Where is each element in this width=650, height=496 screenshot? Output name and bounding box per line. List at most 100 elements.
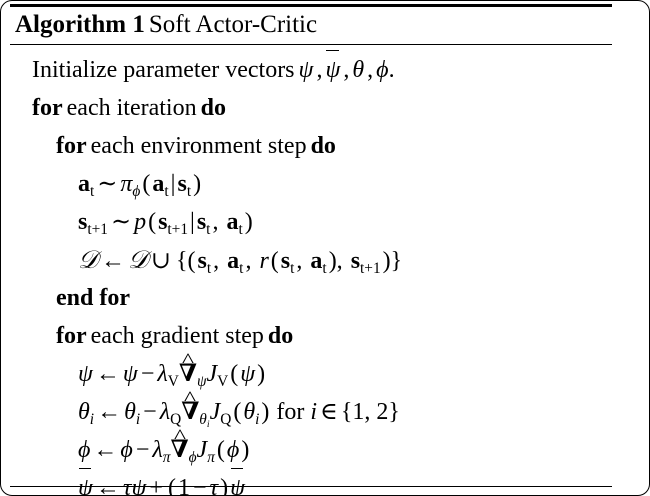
subscript-phi: ϕ <box>132 182 141 200</box>
condition-index-i: i <box>310 399 318 425</box>
algorithm-name-label: Soft Actor-Critic <box>148 11 318 38</box>
vector-s: s <box>196 209 207 235</box>
param-phi: ϕ <box>120 437 133 463</box>
subscript-t: t <box>290 259 295 277</box>
symbol-psi: ψ <box>298 57 314 83</box>
coefficient-tau: τ <box>122 475 132 496</box>
param-phi: ϕ <box>78 437 91 463</box>
condition-set: {1, 2} <box>340 399 400 425</box>
replay-buffer-D: 𝒟 <box>127 245 148 274</box>
for-gradient-step-text: each gradient step <box>90 323 264 349</box>
param-phi: ϕ <box>226 437 240 463</box>
for-env-step-text: each environment step <box>90 133 307 159</box>
param-theta: θ <box>78 399 90 425</box>
param-psi: ψ <box>122 361 138 387</box>
target-param-psi-bar: ψ <box>78 467 93 496</box>
policy-pi: π <box>120 171 133 197</box>
dynamics-p: p <box>134 209 147 235</box>
line-sample-next-state: st+1∼p(st+1|st, at) <box>78 209 253 238</box>
learning-rate-lambda: λ <box>157 361 168 387</box>
coefficient-tau: τ <box>209 475 219 496</box>
subscript-phi: ϕ <box>188 448 197 466</box>
vector-s: s <box>158 209 168 235</box>
subscript-theta-i: θi <box>199 410 210 431</box>
subscript-V: V <box>167 372 179 390</box>
subscript-i: i <box>135 410 141 428</box>
line-update-psi: ψ←ψ−λV∇ψJV(ψ) <box>10 355 612 393</box>
subscript-pi: π <box>207 448 215 466</box>
line-end-for-environment: end for <box>10 279 612 317</box>
algorithm-top-rule <box>10 4 612 7</box>
gradient-estimate-nabla-hat: ∇ <box>171 431 189 469</box>
reward-function-r: r <box>259 248 269 274</box>
subscript-t: t <box>322 259 327 277</box>
param-theta: θ <box>243 399 256 425</box>
target-param-psi-bar: ψ <box>230 467 245 496</box>
param-psi: ψ <box>78 361 93 387</box>
subscript-t-plus-1: t+1 <box>167 220 189 238</box>
algorithm-number-label: Algorithm 1 <box>15 11 145 38</box>
vector-s: s <box>78 209 88 235</box>
objective-J: J <box>196 437 208 463</box>
keyword-for: for <box>56 323 87 349</box>
algorithm-bottom-rule <box>10 486 612 487</box>
subscript-t: t <box>239 259 244 277</box>
line-update-phi: ϕ←ϕ−λπ∇ϕJπ(ϕ) <box>10 431 612 469</box>
objective-J: J <box>209 399 221 425</box>
keyword-for: for <box>32 95 63 121</box>
vector-s: s <box>280 248 291 274</box>
line-replay-buffer-update: 𝒟←𝒟∪{(st, at, r(st, at), st+1)} <box>78 245 403 277</box>
subscript-t-plus-1: t+1 <box>87 220 108 238</box>
condition-member-symbol: ∈ <box>320 399 338 425</box>
keyword-do: do <box>310 133 336 159</box>
subscript-i: i <box>255 410 260 428</box>
subscript-t: t <box>164 182 169 200</box>
subscript-t: t <box>206 220 211 238</box>
subscript-t: t <box>206 259 212 277</box>
subscript-t: t <box>238 220 243 238</box>
symbol-theta: θ <box>352 57 365 83</box>
vector-a: a <box>78 171 90 197</box>
line-sample-action: at∼πϕ(at|st) <box>78 171 202 200</box>
keyword-end-for: end for <box>56 285 130 311</box>
algorithm-title-rule <box>10 44 612 45</box>
initialize-terminator: . <box>388 57 395 83</box>
learning-rate-lambda: λ <box>159 399 171 425</box>
learning-rate-lambda: λ <box>152 437 163 463</box>
subscript-pi: π <box>162 448 171 466</box>
vector-s: s <box>197 248 207 274</box>
symbol-psi-bar: ψ <box>325 49 340 89</box>
line-update-target-psi: ψ←τψ+(1−τ)ψ <box>10 467 612 496</box>
param-theta: θ <box>124 399 136 425</box>
vector-a: a <box>152 171 165 197</box>
subscript-t: t <box>186 182 192 200</box>
replay-buffer-D: 𝒟 <box>78 245 98 274</box>
subscript-t-plus-1: t+1 <box>360 259 381 277</box>
subscript-psi: ψ <box>196 372 207 390</box>
vector-a: a <box>226 209 239 235</box>
param-psi: ψ <box>240 361 256 387</box>
vector-s: s <box>350 248 361 274</box>
objective-J: J <box>206 361 218 387</box>
for-iteration-text: each iteration <box>66 95 197 121</box>
constant-one: 1 <box>177 475 190 496</box>
keyword-do: do <box>200 95 226 121</box>
line-update-theta: θi←θi−λQ∇θiJQ(θi)for i∈{1, 2} <box>10 393 612 431</box>
subscript-t: t <box>90 182 95 200</box>
param-psi: ψ <box>131 475 147 496</box>
vector-a: a <box>227 248 240 274</box>
vector-s: s <box>177 171 187 197</box>
subscript-Q: Q <box>220 410 232 428</box>
condition-for-word: for <box>276 399 305 425</box>
initialize-text: Initialize parameter vectors <box>32 57 295 83</box>
subscript-i: i <box>89 410 95 428</box>
vector-a: a <box>310 248 323 274</box>
